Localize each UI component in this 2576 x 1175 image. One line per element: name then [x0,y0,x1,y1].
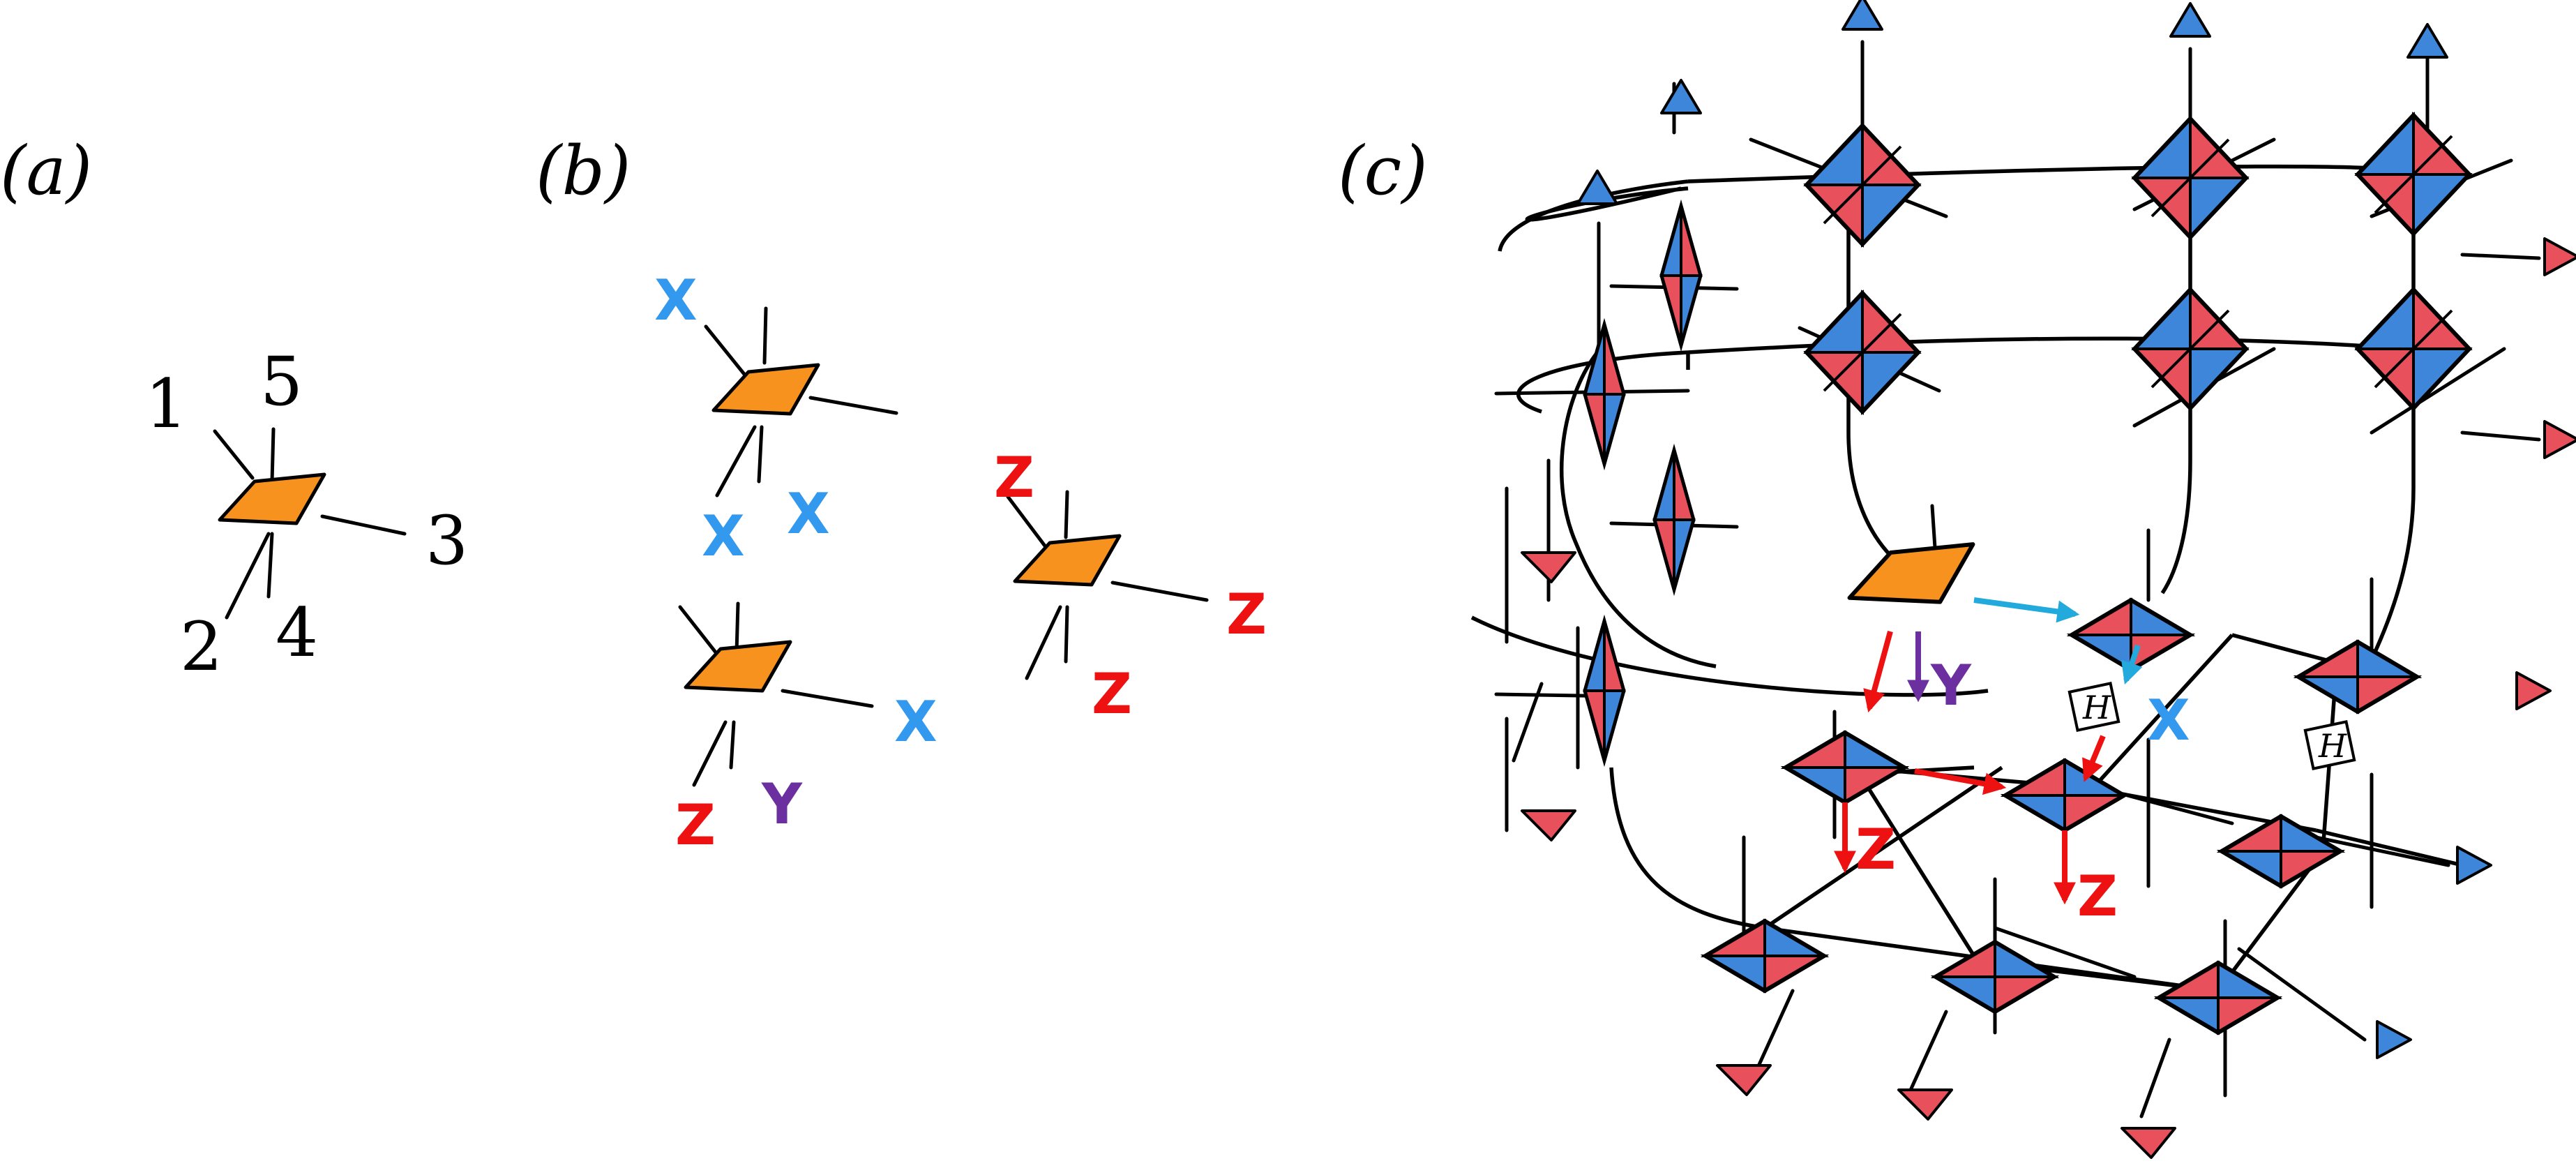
tensor-b2: X Z Y [675,601,937,858]
flat-node [1786,733,1904,802]
h-gate-1: H [2067,682,2121,732]
arrow-cyan-down [2121,644,2143,685]
pauli-x-b1-leg1: X [654,268,698,333]
leg-label-5: 5 [260,343,303,421]
leg-label-4: 4 [276,594,318,672]
h-gate-2: H [2303,720,2356,770]
lattice-node [2358,290,2469,408]
panel-b-label: (b) [536,132,631,210]
leg-label-3: 3 [425,502,468,580]
tensor-a [220,474,324,523]
leg-label-1: 1 [145,365,188,443]
operator-arrows [1834,597,2143,905]
tensor-b1: X X X [654,268,898,569]
panel-b: (b) X X X X Z Y [536,132,1267,858]
panel-c-label: (c) [1338,132,1428,210]
arrow-red-up-from-h [2082,735,2106,782]
pauli-x-c: X [2147,688,2190,753]
pauli-y-b2-leg4: Y [761,772,803,837]
pauli-x-b1-leg4: X [787,481,830,546]
side-node [1585,324,1624,464]
h-gate-1-label: H [2082,689,2111,726]
tensor-legs-a [213,427,407,620]
lattice-node [1807,126,1918,244]
pauli-z-b3-leg1: Z [994,445,1034,510]
pauli-z-b3-leg3: Z [1226,582,1267,647]
flat-node [2159,963,2277,1033]
arrow-red-down-left [1863,630,1893,713]
panel-a-label: (a) [0,132,92,210]
tensor-b3: Z Z Z [994,445,1267,726]
side-node [1662,206,1701,345]
arrow-red-right [1914,768,2007,795]
orange-tensor-c [1850,544,1973,602]
lattice-node [2134,119,2246,237]
side-node [1585,621,1624,761]
lower-legs [1512,528,2450,1118]
panel-c: (c) [1338,0,2576,1159]
lattice-node [1807,293,1918,412]
leg-label-2: 2 [180,608,223,686]
flat-node [2298,642,2417,712]
pauli-x-b2-leg3: X [894,689,937,754]
panel-a: (a) 1 2 3 4 5 [0,132,468,686]
pauli-z-b2-leg2: Z [675,793,716,858]
pauli-y-c: Y [1930,653,1972,718]
pauli-x-b1-leg2: X [702,504,745,569]
pauli-z-b3-leg4: Z [1092,661,1132,726]
flat-node [1705,921,1824,991]
arrow-cyan-right [1973,597,2080,623]
lattice-node [2134,290,2246,408]
pauli-z-c-2: Z [2077,864,2118,929]
side-node [1655,450,1694,590]
flat-node [2222,816,2340,886]
h-gate-2-label: H [2318,727,2347,765]
pauli-z-c-1: Z [1855,817,1896,882]
